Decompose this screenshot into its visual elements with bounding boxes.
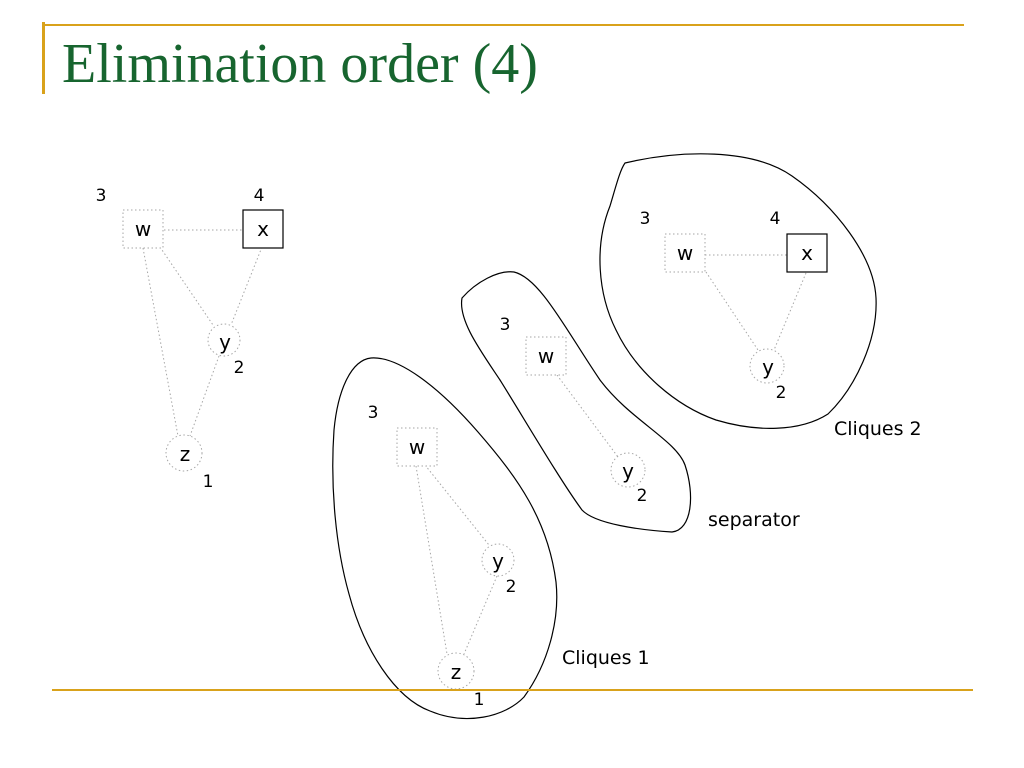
separator-group: w 3 y 2 separator [460,271,800,533]
separator-outline [460,271,692,533]
separator-node-y-order: 2 [637,486,648,506]
clique2-node-w-label: w [677,241,693,265]
clique1-node-z-order: 1 [474,690,485,710]
clique2-node-w-order: 3 [640,209,651,229]
main-node-x: x 4 [242,186,284,249]
footer-accent-line [52,689,973,691]
clique1-node-y-order: 2 [506,577,517,597]
separator-node-y: y 2 [610,452,648,506]
main-node-x-order: 4 [254,186,265,206]
clique2-node-x-order: 4 [770,209,781,229]
main-node-y-label: y [219,330,231,354]
title-accent-vertical-line [42,22,45,94]
clique1-node-w: w 3 [368,403,438,467]
clique2-node-y: y 2 [749,348,787,403]
clique1-node-w-label: w [409,435,425,459]
clique1-group: w 3 y 2 z 1 Cliques 1 [332,357,650,720]
separator-caption: separator [708,509,800,531]
clique1-edge-y-z [463,575,498,655]
main-node-x-label: x [257,217,269,241]
clique2-node-y-label: y [762,355,774,379]
clique2-caption: Cliques 2 [834,418,922,440]
clique1-caption: Cliques 1 [562,647,650,669]
main-node-z-label: z [180,442,191,466]
clique1-node-z: z 1 [437,652,485,710]
clique2-edge-w-y [705,271,759,351]
clique1-node-w-order: 3 [368,403,379,423]
clique2-node-w: w 3 [640,209,706,273]
main-edge-w-y [159,246,214,326]
slide-title: Elimination order (4) [62,33,538,95]
main-node-y: y 2 [207,323,245,378]
main-graph: w 3 x 4 y 2 z 1 [96,186,284,492]
main-node-w: w 3 [96,186,164,249]
main-edge-x-y [230,246,263,326]
clique2-node-x: x 4 [770,209,828,273]
clique2-node-y-order: 2 [776,383,787,403]
clique1-node-z-label: z [451,660,462,684]
separator-edge-w-y [556,374,619,458]
clique2-group: w 3 x 4 y 2 Cliques 2 [599,153,922,440]
clique1-outline [332,357,558,720]
clique2-outline [599,153,877,429]
title-accent-horizontal-line [42,24,964,26]
separator-node-w-order: 3 [500,315,511,335]
separator-node-w-label: w [538,344,554,368]
clique1-edge-w-y [424,464,490,546]
main-node-w-label: w [135,217,151,241]
main-edge-y-z [189,355,220,437]
main-edge-w-z [142,247,179,437]
clique1-node-y-label: y [492,549,504,573]
main-node-z: z 1 [165,434,214,492]
main-node-w-order: 3 [96,186,107,206]
separator-node-w: w 3 [500,315,567,376]
main-node-y-order: 2 [234,358,245,378]
clique1-edge-w-z [415,465,448,655]
clique1-node-y: y 2 [481,543,517,597]
main-node-z-order: 1 [203,472,214,492]
clique2-edge-x-y [773,272,807,351]
clique2-node-x-label: x [801,241,813,265]
separator-node-y-label: y [622,459,634,483]
